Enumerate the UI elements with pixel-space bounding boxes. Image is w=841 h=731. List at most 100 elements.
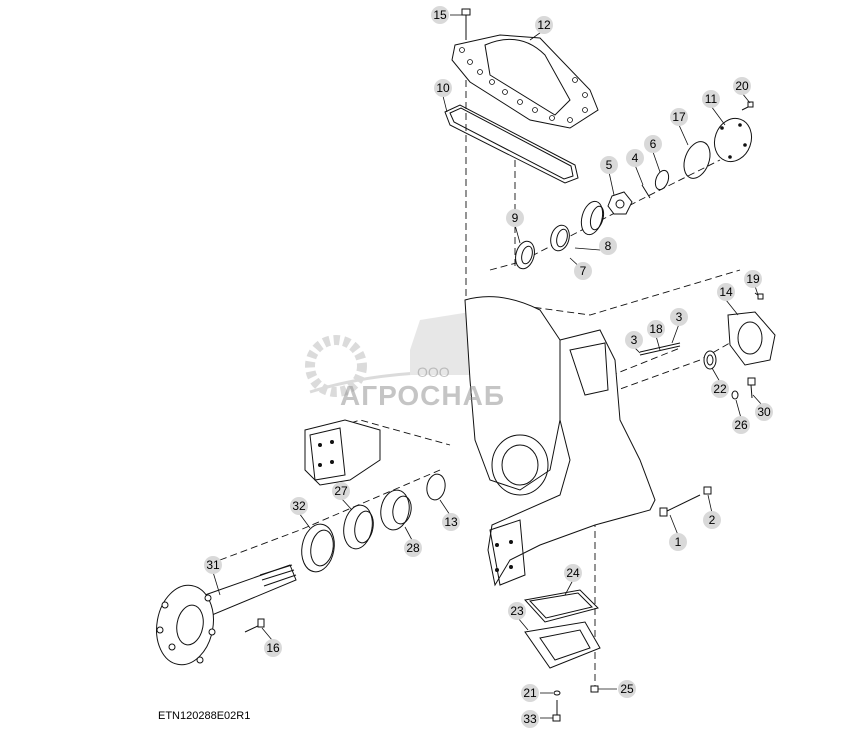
- svg-text:22: 22: [713, 382, 727, 396]
- svg-text:13: 13: [444, 515, 458, 529]
- part-30-bolt: [747, 377, 756, 399]
- callout-23: 23: [508, 602, 526, 620]
- svg-text:10: 10: [436, 81, 450, 95]
- part-19-bolt: [754, 292, 764, 300]
- svg-text:5: 5: [606, 158, 613, 172]
- svg-text:17: 17: [672, 110, 686, 124]
- part-31-axle-shaft: [156, 564, 297, 666]
- callout-17: 17: [670, 108, 688, 126]
- callout-15: 15: [431, 6, 449, 24]
- svg-text:14: 14: [719, 285, 733, 299]
- svg-text:21: 21: [523, 686, 537, 700]
- callout-11: 11: [702, 90, 720, 108]
- callout-3-lower: 3: [625, 331, 643, 349]
- callout-2: 2: [703, 511, 721, 529]
- part-21-washer: [553, 690, 561, 696]
- svg-text:32: 32: [292, 499, 306, 513]
- part-20-bolt: [741, 101, 754, 111]
- svg-text:7: 7: [580, 264, 587, 278]
- watermark-company-prefix: ООО: [417, 364, 450, 380]
- svg-text:20: 20: [735, 79, 749, 93]
- callout-27: 27: [332, 482, 350, 500]
- callout-31: 31: [204, 556, 222, 574]
- svg-text:15: 15: [433, 8, 447, 22]
- callout-4: 4: [626, 149, 644, 167]
- callout-21: 21: [521, 684, 539, 702]
- svg-text:1: 1: [675, 535, 682, 549]
- callout-5: 5: [600, 156, 618, 174]
- part-4-pin: [641, 184, 651, 199]
- svg-text:12: 12: [537, 18, 551, 32]
- svg-text:16: 16: [266, 641, 280, 655]
- part-5-nut: [607, 191, 633, 215]
- svg-text:18: 18: [649, 322, 663, 336]
- part-12-top-cover: [451, 34, 599, 129]
- part-28-bearing-cup: [380, 489, 412, 531]
- watermark-company-name: АГРОСНАБ: [340, 380, 505, 411]
- part-15-bolt: [461, 8, 471, 40]
- part-32-seal: [301, 523, 335, 573]
- part-11-cover: [713, 117, 753, 163]
- callout-9: 9: [506, 209, 524, 227]
- callout-33: 33: [521, 710, 539, 728]
- callout-8: 8: [599, 237, 617, 255]
- reference-code: ETN120288E02R1: [158, 710, 251, 722]
- callouts: 15 12 10 20 11 17 6 4 5 9 8 7 19 14 3 18…: [204, 6, 773, 728]
- part-7-bearing-cup: [550, 224, 570, 252]
- callout-32: 32: [290, 497, 308, 515]
- callout-30: 30: [755, 403, 773, 421]
- svg-text:3: 3: [676, 310, 683, 324]
- svg-text:25: 25: [620, 682, 634, 696]
- callout-16: 16: [264, 639, 282, 657]
- svg-text:3: 3: [631, 333, 638, 347]
- part-1-bolt: [659, 494, 701, 517]
- callout-20: 20: [733, 77, 751, 95]
- callout-3-upper: 3: [670, 308, 688, 326]
- part-2-nut: [703, 486, 712, 495]
- svg-text:19: 19: [746, 272, 760, 286]
- part-25-bolt: [590, 685, 599, 693]
- part-10-gasket: [444, 104, 579, 184]
- part-24-gasket: [524, 589, 599, 623]
- svg-text:2: 2: [709, 513, 716, 527]
- callout-7: 7: [574, 262, 592, 280]
- svg-text:31: 31: [206, 558, 220, 572]
- svg-text:30: 30: [757, 405, 771, 419]
- svg-text:27: 27: [334, 484, 348, 498]
- part-8-bearing: [580, 200, 605, 236]
- svg-text:6: 6: [650, 137, 657, 151]
- part-17-o-ring: [683, 141, 711, 179]
- part-18-stud: [639, 342, 681, 356]
- svg-text:9: 9: [512, 211, 519, 225]
- callout-6: 6: [644, 135, 662, 153]
- part-27-bearing: [343, 504, 374, 550]
- callout-1: 1: [669, 533, 687, 551]
- part-26-washer: [731, 390, 739, 400]
- callout-24: 24: [564, 564, 582, 582]
- part-16-bolt: [244, 618, 265, 633]
- callout-18: 18: [647, 320, 665, 338]
- callout-28: 28: [404, 539, 422, 557]
- callout-10: 10: [434, 79, 452, 97]
- svg-text:23: 23: [510, 604, 524, 618]
- svg-text:4: 4: [632, 151, 639, 165]
- callout-22: 22: [711, 380, 729, 398]
- callout-14: 14: [717, 283, 735, 301]
- svg-text:11: 11: [705, 92, 718, 106]
- svg-text:24: 24: [566, 566, 580, 580]
- callout-12: 12: [535, 16, 553, 34]
- callout-13: 13: [442, 513, 460, 531]
- svg-text:28: 28: [406, 541, 420, 555]
- callout-26: 26: [732, 416, 750, 434]
- svg-text:26: 26: [734, 418, 748, 432]
- callout-19: 19: [744, 270, 762, 288]
- callout-25: 25: [618, 680, 636, 698]
- axle-housing: [304, 296, 656, 587]
- part-9-seal: [515, 240, 535, 270]
- svg-text:8: 8: [605, 239, 612, 253]
- part-22-washer: [703, 350, 717, 370]
- part-14-cover: [727, 311, 776, 366]
- part-33-bolt: [552, 700, 561, 722]
